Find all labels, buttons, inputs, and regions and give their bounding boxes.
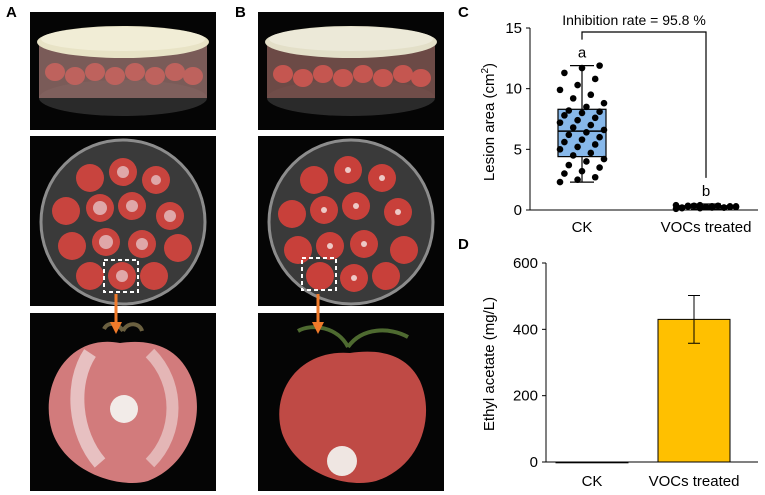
c-data-point: [569, 95, 577, 102]
panel-letter-c: C: [458, 4, 469, 21]
c-data-point: [583, 129, 590, 136]
c-data-point: [596, 62, 603, 69]
c-data-point: [732, 203, 740, 211]
c-data-point: [561, 112, 568, 119]
chart-c-lesion-area: Lesion area (cm2) Inhibition rate = 95.8…: [480, 12, 758, 236]
c-data-point: [714, 202, 722, 210]
c-data-point: [596, 108, 603, 116]
c-x-tick-label: CK: [572, 219, 593, 236]
d-y-axis-label: Ethyl acetate (mg/L): [481, 297, 498, 431]
c-data-point: [574, 143, 581, 151]
c-comparison-bracket: [581, 31, 707, 178]
d-y-tick-label: 0: [530, 454, 538, 471]
c-data-point: [600, 99, 608, 107]
c-data-point: [583, 158, 590, 165]
c-y-tick-label: 10: [505, 81, 522, 98]
arrow-a: [110, 294, 122, 334]
c-data-point: [561, 170, 568, 177]
c-data-point: [591, 141, 599, 148]
c-data-point: [574, 116, 581, 124]
c-data-point: [587, 121, 595, 129]
panel-letter-b: B: [235, 4, 246, 21]
c-data-point: [591, 173, 599, 181]
c-data-point: [587, 149, 595, 157]
d-y-tick-label: 600: [513, 255, 538, 272]
c-data-point: [596, 133, 603, 141]
c-data-point: [561, 138, 568, 146]
c-data-point: [690, 202, 698, 210]
photo-b-single-tomato: [258, 313, 444, 491]
c-data-point: [578, 64, 586, 72]
c-data-point: [561, 69, 568, 77]
c-y-axis-label: Lesion area (cm2): [480, 63, 498, 181]
c-data-point: [596, 164, 603, 171]
c-data-point: [574, 176, 581, 183]
c-data-point: [578, 136, 586, 143]
c-data-point: [574, 81, 581, 89]
c-data-point: [556, 119, 564, 126]
c-data-point: [600, 126, 608, 134]
c-data-point: [583, 103, 590, 111]
c-data-point: [696, 201, 704, 209]
c-data-point: [684, 202, 692, 210]
d-x-tick-label: CK: [582, 473, 603, 490]
c-data-point: [720, 204, 728, 211]
d-y-tick-label: 200: [513, 388, 538, 405]
c-data-point: [678, 204, 686, 212]
c-data-point: [569, 152, 577, 159]
c-y-tick-label: 15: [505, 20, 522, 37]
c-data-point: [600, 155, 608, 163]
c-data-point: [556, 178, 564, 186]
c-data-point: [556, 146, 564, 153]
c-data-point: [565, 107, 573, 114]
photo-b-container-side: [258, 12, 444, 130]
c-significance-letter: a: [578, 45, 587, 62]
c-data-point: [565, 131, 573, 139]
c-data-point: [708, 204, 716, 211]
d-bar: [555, 461, 629, 464]
arrow-b: [312, 294, 324, 334]
c-significance-letter: b: [702, 183, 710, 200]
photo-a-container-side: [30, 12, 216, 130]
photo-b-dish-top: [258, 136, 444, 306]
panel-letter-d: D: [458, 236, 469, 253]
c-data-point: [556, 86, 564, 94]
c-y-tick-label: 5: [514, 141, 522, 158]
c-data-point: [578, 167, 586, 175]
d-x-tick-label: VOCs treated: [649, 473, 740, 490]
c-data-point: [565, 161, 573, 169]
c-data-point: [578, 109, 586, 117]
c-data-point: [702, 203, 710, 211]
c-data-point: [587, 91, 595, 99]
photo-a-dish-top: [30, 136, 216, 306]
c-data-point: [672, 201, 680, 209]
c-data-point: [591, 114, 599, 122]
d-y-tick-label: 400: [513, 321, 538, 338]
c-data-point: [569, 124, 577, 131]
c-y-tick-label: 0: [514, 202, 522, 219]
c-data-point: [591, 75, 599, 83]
c-data-point: [726, 203, 734, 210]
photo-a-single-tomato: [30, 313, 216, 491]
panel-letter-a: A: [6, 4, 17, 21]
c-x-tick-label: VOCs treated: [661, 219, 752, 236]
c-inhibition-annotation: Inhibition rate = 95.8 %: [562, 12, 706, 28]
